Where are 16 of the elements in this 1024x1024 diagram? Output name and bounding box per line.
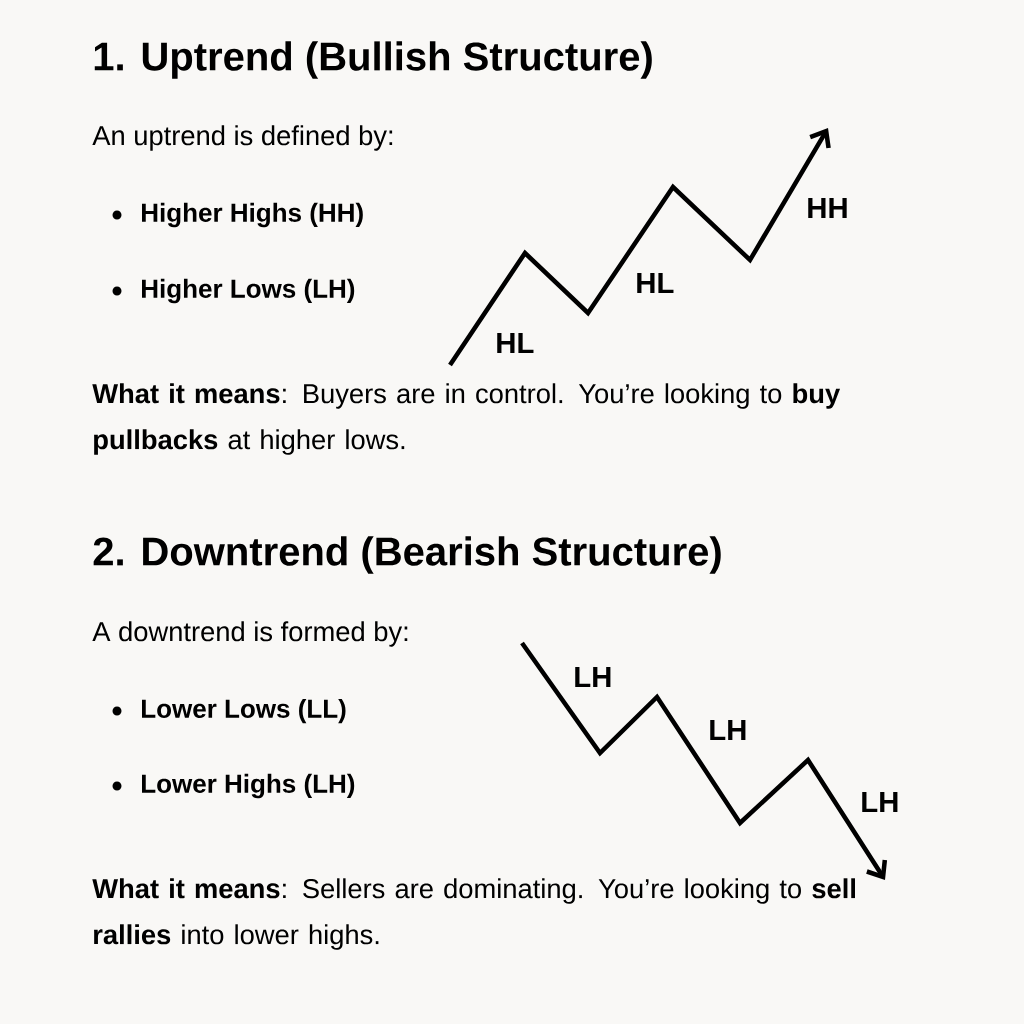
explanation-text: What it means: Buyers are in control. You’re looking to buy pullbacks at higher lows. bbox=[92, 383, 841, 455]
bullet-item: Lower Highs (LH) bbox=[112, 773, 355, 799]
section-heading: 2. Downtrend (Bearish Structure) bbox=[93, 536, 721, 574]
intro-text: An uptrend is defined by: bbox=[92, 125, 393, 151]
chart-label: LH bbox=[862, 791, 898, 813]
chart-label: HL bbox=[637, 272, 674, 294]
bullet-item: Higher Lows (LH) bbox=[112, 278, 355, 304]
section-heading: 1. Uptrend (Bullish Structure) bbox=[94, 41, 652, 79]
explanation-text: What it means: Sellers are dominating. You’re looking to sell rallies into lower highs. bbox=[92, 878, 855, 950]
intro-text: A downtrend is formed by: bbox=[92, 621, 408, 647]
chart-label: HH bbox=[808, 197, 847, 219]
chart-label: LH bbox=[575, 666, 611, 688]
chart-label: HL bbox=[497, 332, 534, 354]
bullet-item: Higher Highs (HH) bbox=[112, 202, 363, 228]
bullet-item: Lower Lows (LL) bbox=[112, 698, 346, 724]
chart-label: LH bbox=[710, 719, 746, 741]
